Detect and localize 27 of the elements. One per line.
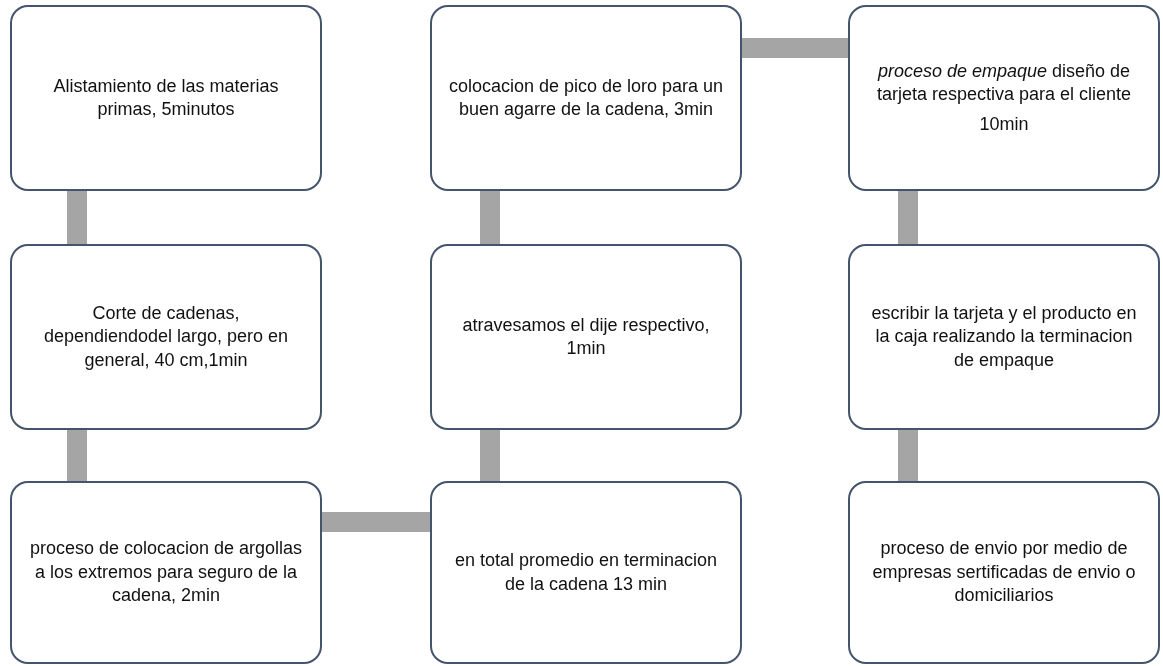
box-text: en total promedio en terminacion de la cadena 13 min [453,549,719,596]
box-text: proceso de colocacion de argollas a los extremos para seguro de la cadena, 2min [28,537,304,608]
connector-bar [67,191,87,244]
connector-bar [480,430,500,481]
box-text: 10min [979,112,1029,136]
connector-bar [67,430,87,481]
box-text: proceso de envio por medio de empresas sertificadas de envio o domiciliarios [871,537,1137,608]
process-box [10,5,322,191]
process-box [430,481,742,664]
box-text: proceso de empaque diseño de tarjeta respectiva para el cliente [875,59,1133,107]
connector-bar [480,191,500,244]
box-text: Alistamiento de las materias primas, 5minutos [52,74,280,121]
connector-bar [742,38,848,58]
process-box [848,481,1160,664]
connector-bar [898,191,918,244]
process-box [848,244,1160,430]
box-text: colocacion de pico de loro para un buen agarre de la cadena, 3min [447,74,725,121]
box-text: atravesamos el dije respectivo, 1min [461,313,711,360]
box-text: escribir la tarjeta y el producto en la caja realizando la terminacion de empaque [870,301,1138,372]
connector-bar [898,430,918,481]
box-text: Corte de cadenas, dependiendodel largo, pero en general, 40 cm,1min [42,301,290,372]
process-box [10,481,322,664]
process-box [430,244,742,430]
connector-bar [322,512,430,532]
process-box [430,5,742,191]
process-box [10,244,322,430]
process-box [848,5,1160,191]
